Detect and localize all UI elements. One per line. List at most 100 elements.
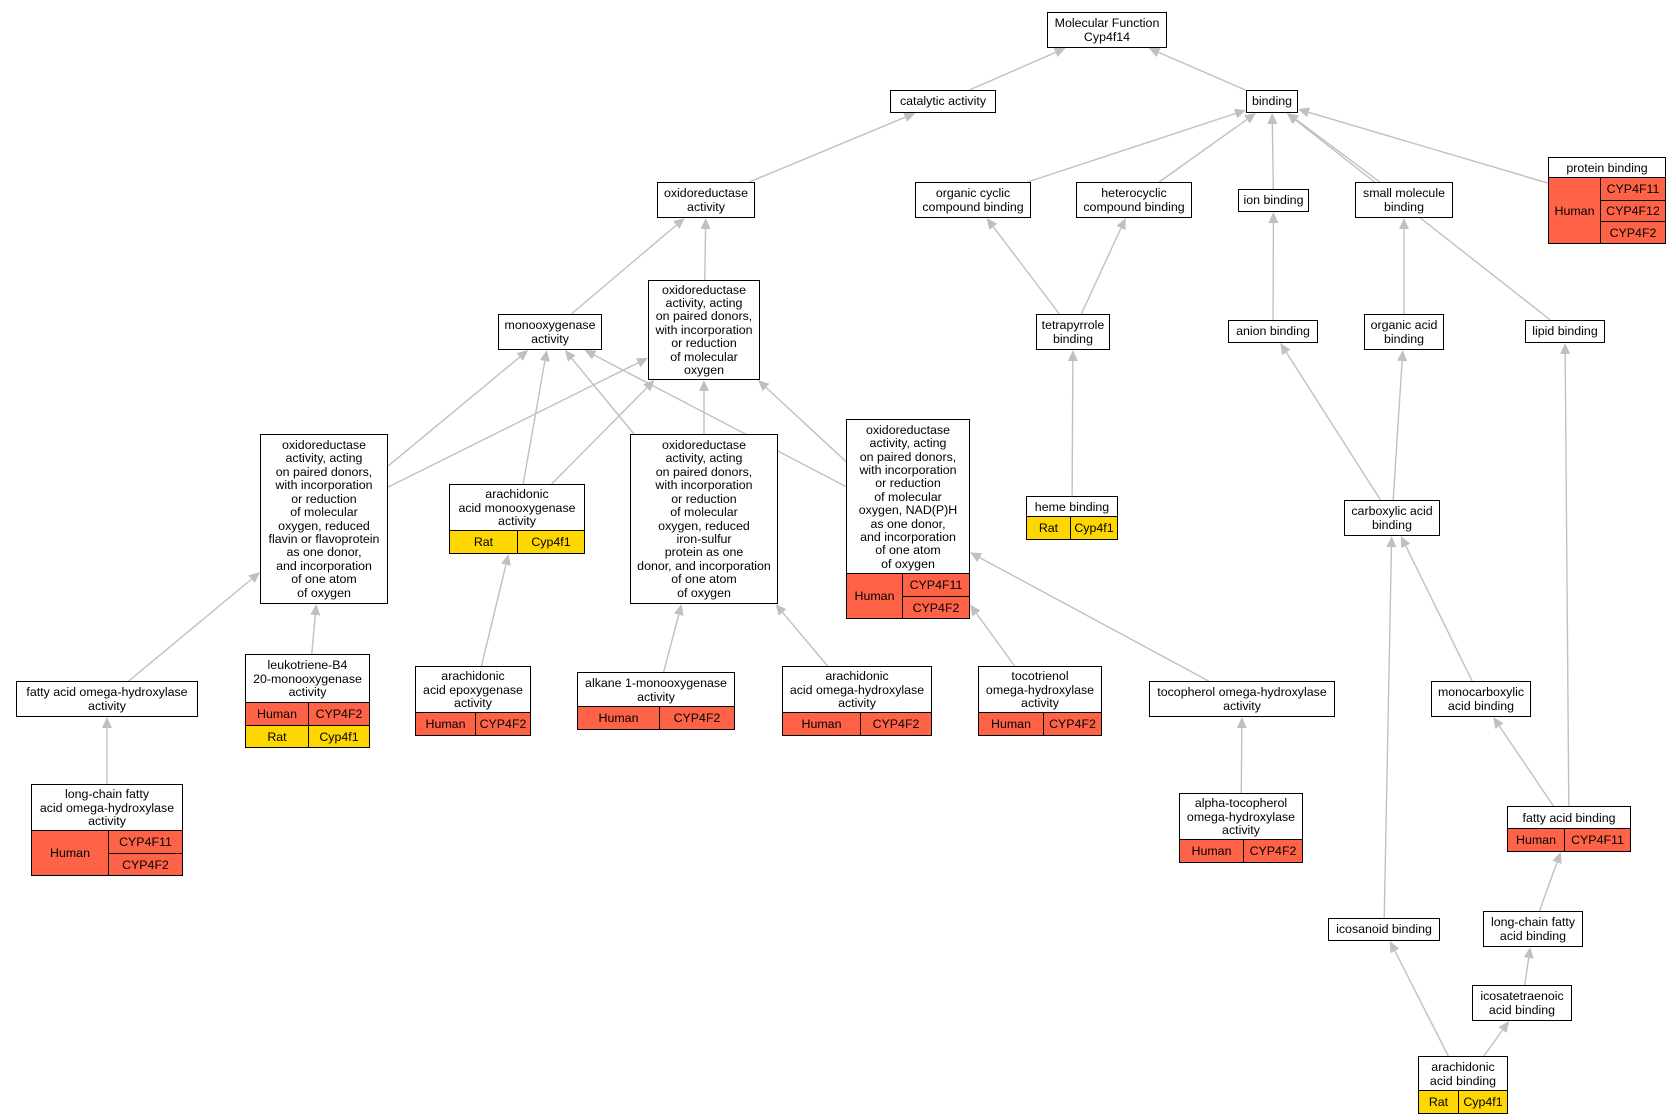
go-term-node[interactable]: monooxygenase activity [498, 314, 602, 350]
go-term-label: heme binding [1034, 499, 1110, 514]
edge-arrowhead [501, 554, 511, 566]
go-term-node[interactable]: oxidoreductase activity, acting on paire… [260, 434, 388, 604]
edge-line [1564, 353, 1570, 807]
edge-line [593, 354, 847, 488]
go-term-label: oxidoreductase activity, acting on paire… [858, 422, 958, 571]
edge-arrowhead [1400, 536, 1411, 549]
go-term-node[interactable]: oxidoreductase activity, acting on paire… [630, 434, 778, 604]
go-term-node[interactable]: catalytic activity [890, 90, 996, 113]
gene-label[interactable]: Cyp4f1 [1463, 1095, 1503, 1109]
gene-label[interactable]: CYP4F11 [119, 835, 172, 849]
edge-line [571, 358, 635, 435]
go-term-node[interactable]: organic cyclic compound binding [915, 182, 1031, 218]
edge-arrowhead [1233, 108, 1246, 119]
species-label: Human [979, 713, 1044, 735]
gene-label[interactable]: CYP4F2 [673, 711, 721, 725]
go-term-node[interactable]: leukotriene-B4 20-monooxygenase activity… [245, 654, 370, 748]
go-term-node[interactable]: tocopherol omega-hydroxylase activity [1149, 681, 1335, 717]
go-term-node[interactable]: ion binding [1238, 189, 1309, 212]
gene-label[interactable]: Cyp4f1 [531, 535, 571, 549]
go-term-label: heterocyclic compound binding [1083, 186, 1185, 214]
gene-label[interactable]: CYP4F2 [1049, 717, 1096, 731]
gene-label[interactable]: CYP4F2 [109, 853, 182, 875]
gene-label[interactable]: CYP4F11 [909, 578, 963, 592]
go-term-node[interactable]: fatty acid omega-hydroxylase activity [16, 681, 198, 717]
go-term-label: oxidoreductase activity, acting on paire… [655, 282, 753, 378]
go-term-label: arachidonic acid epoxygenase activity [423, 669, 523, 711]
go-term-label: alkane 1-monooxygenase activity [585, 676, 727, 704]
go-term-node[interactable]: icosanoid binding [1328, 918, 1440, 941]
go-term-label: tocopherol omega-hydroxylase activity [1157, 685, 1327, 713]
edge-arrowhead [699, 380, 709, 391]
species-label: Human [847, 574, 903, 618]
edge-line [1392, 360, 1403, 501]
edge-arrowhead [1560, 343, 1571, 355]
go-term-node[interactable]: small molecule binding [1355, 182, 1453, 218]
go-term-label: binding [1252, 94, 1292, 109]
go-term-label: fatty acid binding [1522, 810, 1616, 825]
gene-label[interactable]: CYP4F2 [872, 717, 920, 731]
go-term-node[interactable]: lipid binding [1525, 320, 1605, 343]
edge-line [704, 228, 707, 281]
go-term-node[interactable]: Molecular Function Cyp4f14 [1047, 12, 1167, 48]
go-term-node[interactable]: oxidoreductase activity [657, 182, 755, 218]
go-term-node[interactable]: organic acid binding [1364, 314, 1444, 350]
go-term-label: long-chain fatty acid binding [1490, 915, 1576, 943]
edge-arrowhead [1280, 343, 1291, 355]
go-term-node[interactable]: long-chain fatty acid omega-hydroxylase … [31, 784, 183, 876]
gene-label[interactable]: CYP4F2 [315, 707, 363, 721]
go-term-label: organic cyclic compound binding [922, 186, 1024, 214]
go-term-label: small molecule binding [1363, 186, 1445, 214]
go-term-node[interactable]: tetrapyrrole binding [1036, 314, 1110, 350]
gene-label[interactable]: CYP4F2 [1249, 844, 1297, 858]
go-term-node[interactable]: oxidoreductase activity, acting on paire… [648, 280, 760, 380]
edge-arrowhead [102, 717, 112, 728]
edge-arrowhead [310, 604, 321, 616]
go-term-node[interactable]: monocarboxylic acid binding [1431, 681, 1531, 717]
edge-arrowhead [1236, 717, 1247, 729]
go-term-node[interactable]: icosatetraenoic acid binding [1472, 985, 1572, 1021]
gene-label[interactable]: CYP4F2 [1601, 221, 1665, 243]
go-term-node[interactable]: alpha-tocopherol omega-hydroxylase activ… [1179, 793, 1303, 863]
edge-arrowhead [1397, 350, 1408, 362]
go-term-node[interactable]: anion binding [1228, 320, 1318, 343]
gene-label[interactable]: CYP4F2 [479, 717, 527, 731]
go-term-node[interactable]: long-chain fatty acid binding [1483, 911, 1583, 947]
go-term-label: arachidonic acid omega-hydroxylase activ… [789, 669, 925, 711]
edge-line [311, 614, 316, 655]
go-term-node[interactable]: oxidoreductase activity, acting on paire… [846, 419, 970, 619]
go-term-node[interactable]: carboxylic acid binding [1344, 500, 1440, 536]
gene-label[interactable]: CYP4F11 [1606, 181, 1660, 196]
gene-label[interactable]: Cyp4f1 [1074, 521, 1114, 535]
edge-arrowhead [775, 604, 787, 616]
go-term-node[interactable]: arachidonic acid omega-hydroxylase activ… [782, 666, 932, 736]
go-term-label: ion binding [1243, 193, 1304, 208]
gene-label[interactable]: CYP4F2 [903, 596, 969, 618]
gene-label[interactable]: CYP4F12 [1601, 199, 1665, 222]
edge-line [480, 564, 507, 667]
edge-arrowhead [1523, 947, 1534, 959]
edge-arrowhead [673, 604, 684, 616]
edge-line [1523, 957, 1530, 986]
gene-label[interactable]: CYP4F11 [1571, 833, 1624, 847]
edge-line [1483, 1029, 1504, 1057]
gene-label[interactable]: Cyp4f1 [319, 730, 359, 744]
go-term-node[interactable]: binding [1246, 90, 1298, 113]
go-term-node[interactable]: heterocyclic compound binding [1076, 182, 1192, 218]
edge-arrowhead [986, 218, 998, 230]
go-term-label: arachidonic acid binding [1429, 1060, 1497, 1088]
edge-arrowhead [757, 380, 770, 392]
